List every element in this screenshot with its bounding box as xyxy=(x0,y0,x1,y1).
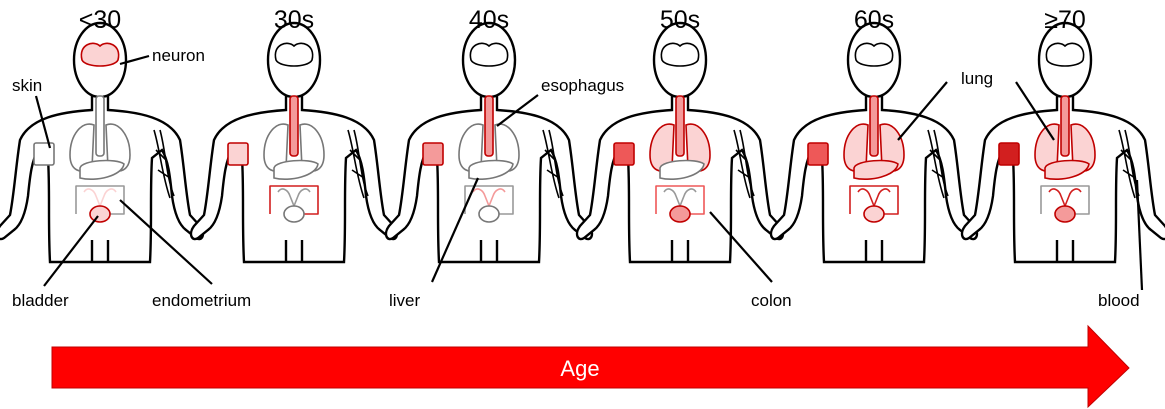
label-skin: skin xyxy=(12,76,42,95)
neuron-brain-icon xyxy=(855,43,892,66)
age-label-60s: 60s xyxy=(854,6,894,34)
label-colon: colon xyxy=(751,291,792,310)
body-figure-30s xyxy=(191,23,397,262)
neuron-brain-icon xyxy=(275,43,312,66)
age-label-30s: 30s xyxy=(274,6,314,34)
label-neuron: neuron xyxy=(152,46,205,65)
neuron-brain-icon xyxy=(661,43,698,66)
neuron-brain-icon xyxy=(470,43,507,66)
age-label-50s: 50s xyxy=(660,6,700,34)
skin-patch-icon xyxy=(808,143,828,165)
body-figure-60s xyxy=(771,23,977,262)
bladder-icon xyxy=(1055,206,1075,222)
bladder-icon xyxy=(479,206,499,222)
esophagus-icon xyxy=(96,96,104,156)
skin-patch-icon xyxy=(423,143,443,165)
age-arrow: Age xyxy=(52,326,1129,407)
bladder-icon xyxy=(670,206,690,222)
label-endometrium: endometrium xyxy=(152,291,251,310)
esophagus-icon xyxy=(676,96,684,156)
age-arrow-label: Age xyxy=(560,356,599,381)
neuron-brain-icon xyxy=(81,43,118,66)
bladder-icon xyxy=(864,206,884,222)
bladder-icon xyxy=(284,206,304,222)
skin-patch-icon xyxy=(228,143,248,165)
skin-patch-icon xyxy=(34,143,54,165)
esophagus-icon xyxy=(870,96,878,156)
label-blood: blood xyxy=(1098,291,1140,310)
esophagus-icon xyxy=(290,96,298,156)
bladder-icon xyxy=(90,206,110,222)
esophagus-icon xyxy=(485,96,493,156)
label-bladder: bladder xyxy=(12,291,69,310)
neuron-brain-icon xyxy=(1046,43,1083,66)
esophagus-icon xyxy=(1061,96,1069,156)
body-figure-50s xyxy=(577,23,783,262)
body-figure-70-plus xyxy=(962,23,1165,262)
label-esophagus: esophagus xyxy=(541,76,624,95)
age-label-70-plus: ≥70 xyxy=(1044,6,1086,34)
age-label-40s: 40s xyxy=(469,6,509,34)
skin-patch-icon xyxy=(999,143,1019,165)
body-figure-40s xyxy=(386,23,592,262)
age-labels: <30 30s 40s 50s 60s ≥70 xyxy=(79,6,1086,34)
skin-patch-icon xyxy=(614,143,634,165)
label-liver: liver xyxy=(389,291,421,310)
label-lung: lung xyxy=(961,69,993,88)
age-label-under-30: <30 xyxy=(79,6,121,34)
